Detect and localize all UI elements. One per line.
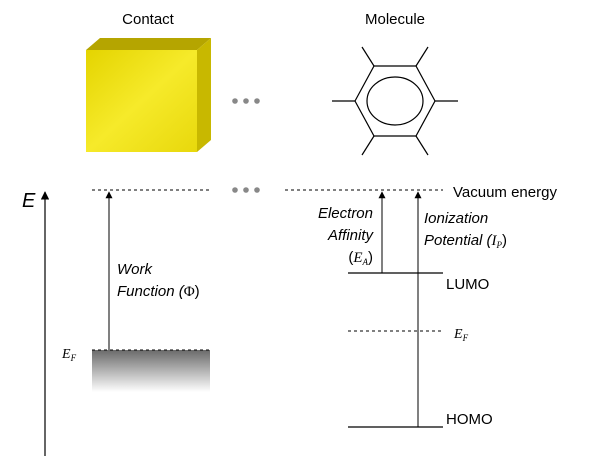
contact-heading: Contact — [122, 11, 175, 28]
metal-filled-states — [92, 350, 210, 392]
ionization-potential-line1: Ionization — [424, 210, 488, 227]
energy-axis-label: E — [22, 190, 36, 212]
contact-fermi-label: EF — [61, 347, 77, 363]
molecule-heading: Molecule — [365, 11, 425, 28]
ellipsis-lower — [232, 187, 260, 193]
benzene-molecule-icon — [332, 46, 458, 156]
lumo-label: LUMO — [446, 276, 489, 293]
contact-cube — [86, 38, 211, 152]
work-function-line1: Work — [117, 261, 153, 278]
electron-affinity-line2: Affinity — [327, 227, 375, 244]
molecule-fermi-label: EF — [453, 327, 469, 343]
electron-affinity-line1: Electron — [318, 205, 373, 222]
ionization-potential-line2: Potential (IP) — [424, 232, 507, 250]
ellipsis-upper — [232, 98, 260, 104]
contact-cube-top — [86, 38, 211, 50]
homo-label: HOMO — [446, 411, 493, 428]
vacuum-energy-label: Vacuum energy — [453, 184, 557, 201]
electron-affinity-symbol: (EA) — [348, 249, 373, 267]
contact-cube-front — [86, 50, 197, 152]
work-function-line2: Function (Φ) — [117, 283, 200, 300]
contact-cube-side — [197, 38, 211, 152]
